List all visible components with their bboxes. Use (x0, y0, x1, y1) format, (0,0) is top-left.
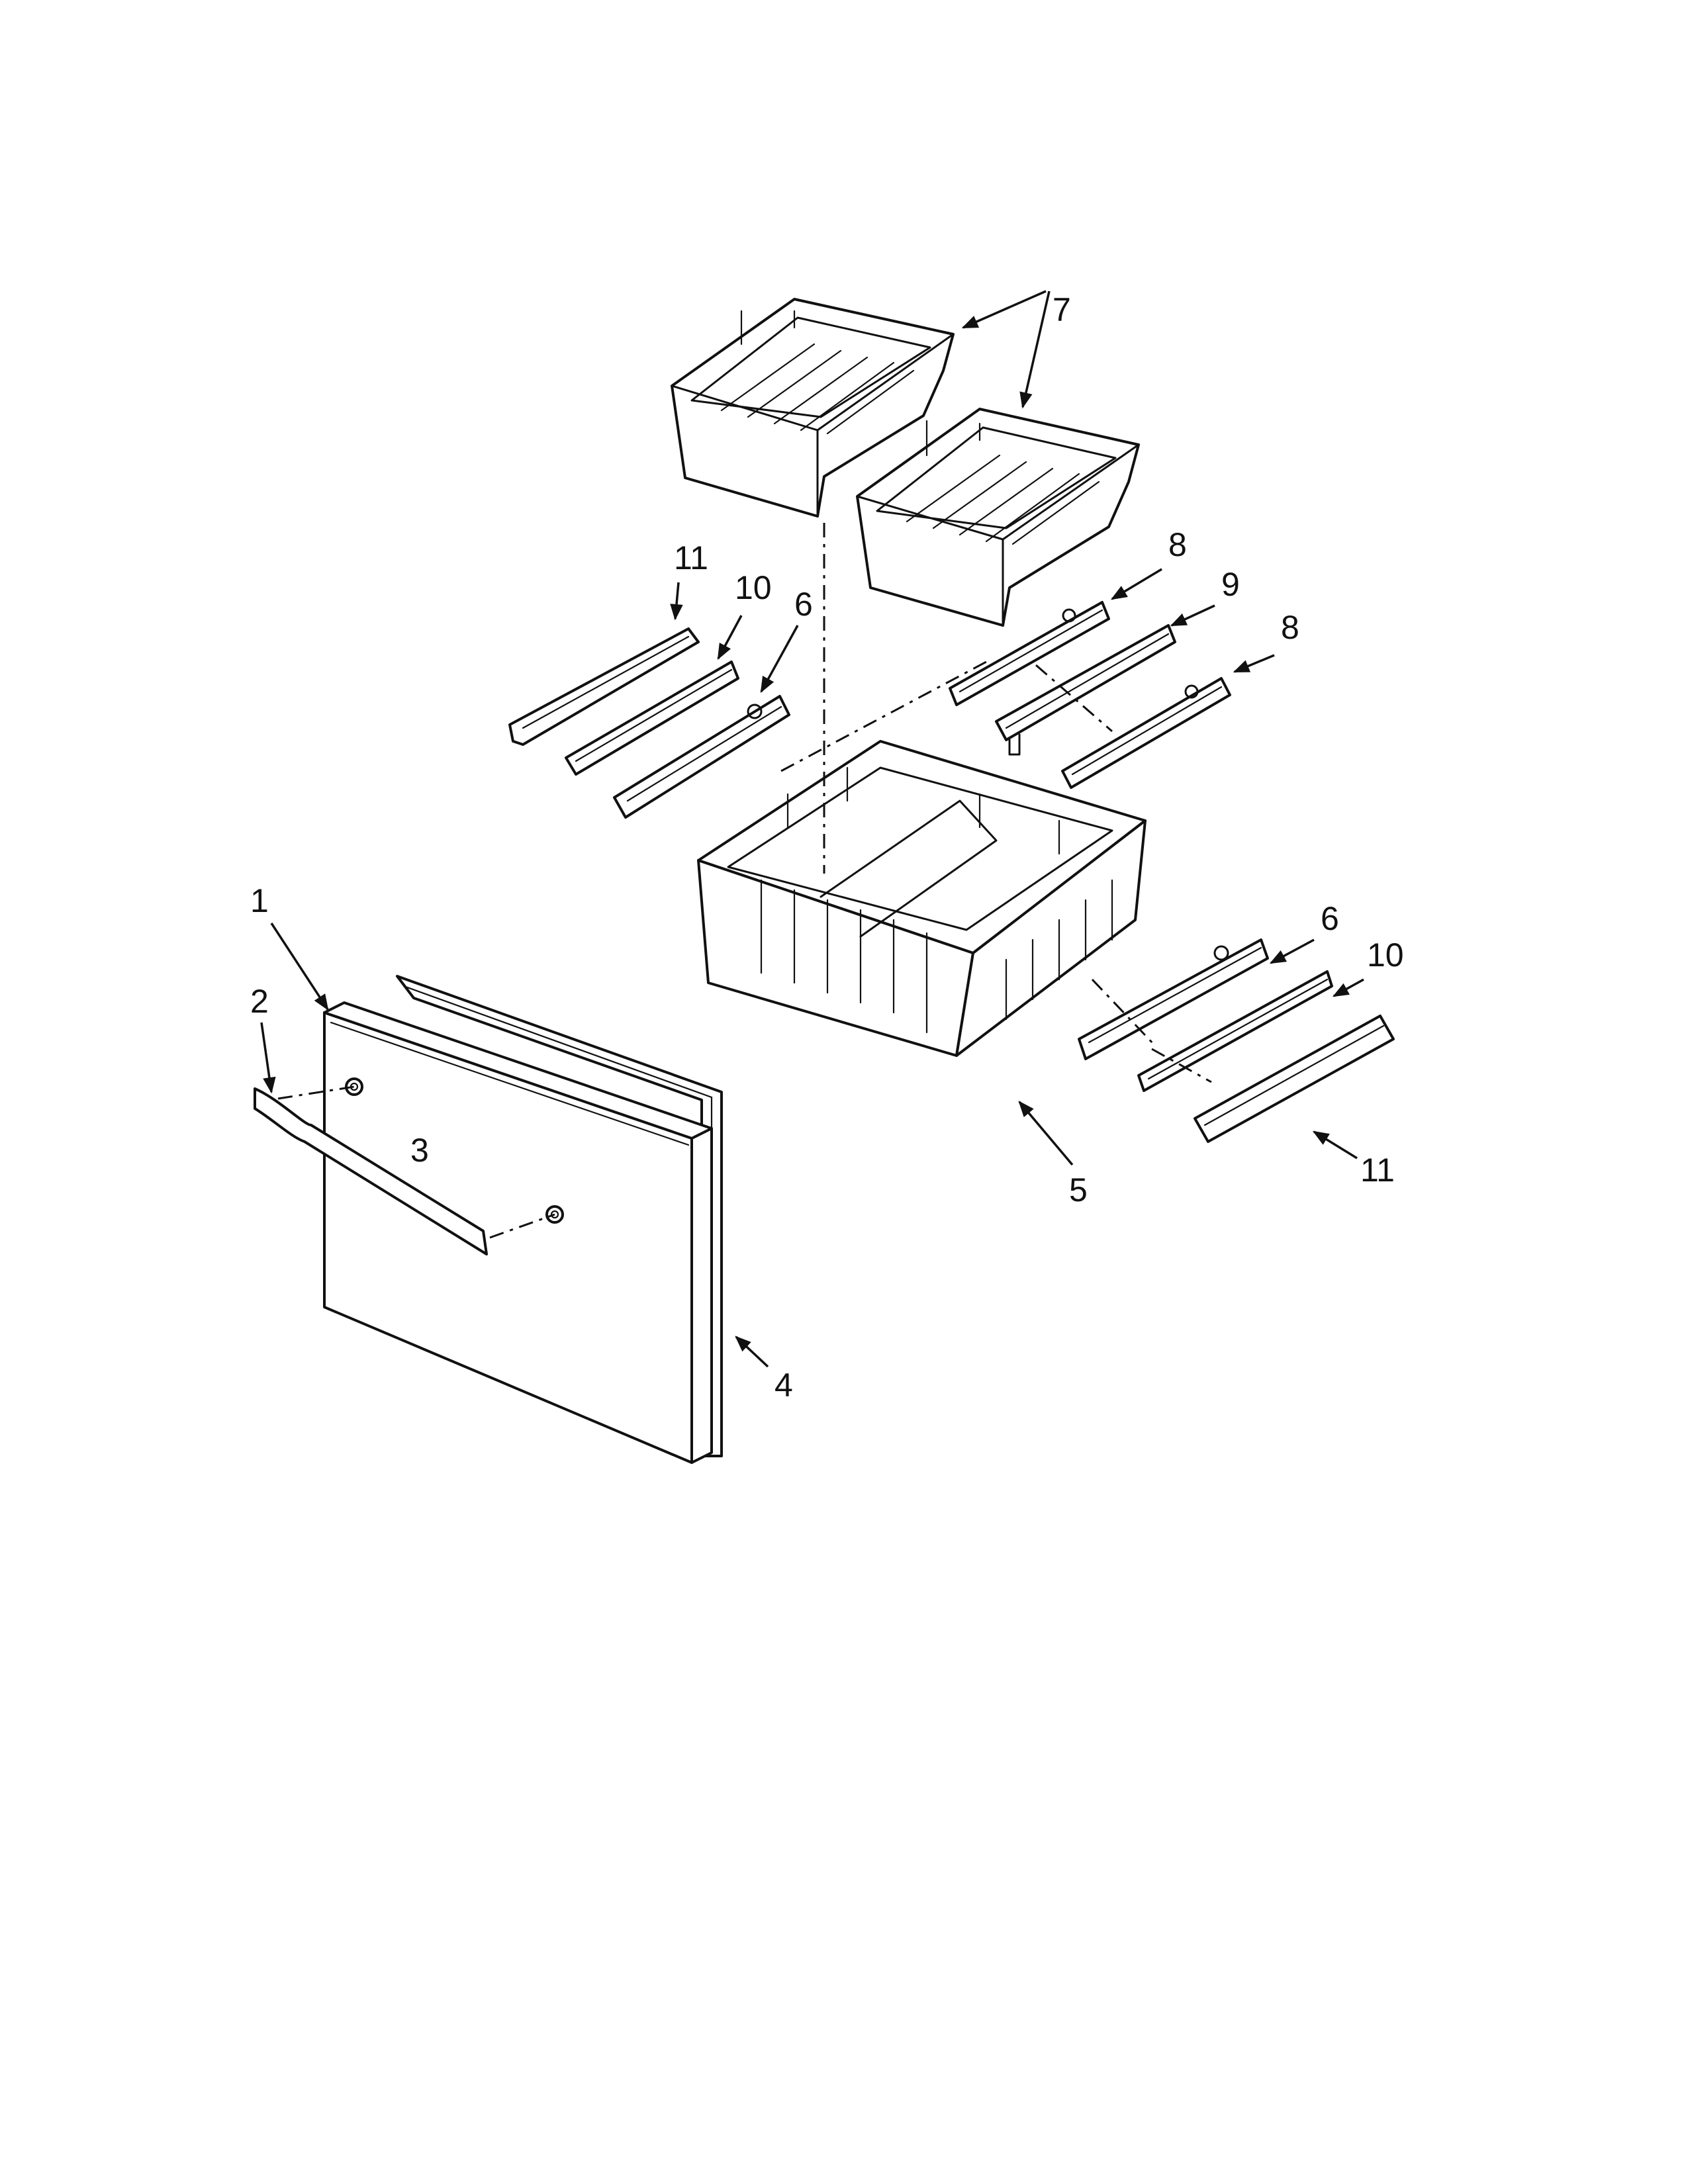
callout-10-upper: 10 (735, 569, 772, 606)
upper-basket-left (671, 298, 955, 518)
callout-5: 5 (1069, 1171, 1088, 1208)
callout-6-upper: 6 (794, 586, 813, 623)
alignment-lines (277, 523, 1212, 1239)
lower-bin (697, 740, 1147, 1057)
screw-upper (345, 1077, 363, 1096)
callout-4: 4 (774, 1367, 793, 1404)
callout-8-upper: 8 (1168, 526, 1187, 563)
slide-9 (995, 624, 1176, 756)
slide-8-upper (949, 601, 1110, 706)
callout-8-lower: 8 (1281, 609, 1299, 646)
slide-cover-11-lower (1194, 1015, 1395, 1143)
slide-cover-11-upper (508, 627, 700, 746)
slide-6-upper (613, 695, 790, 819)
callout-9: 9 (1221, 566, 1240, 603)
slide-rail-10-lower (1137, 970, 1333, 1092)
callout-6-lower: 6 (1321, 900, 1339, 937)
door-handle (254, 1087, 488, 1255)
callout-2: 2 (250, 983, 269, 1020)
slide-8-lower (1061, 677, 1231, 789)
callout-10-lower: 10 (1367, 936, 1404, 974)
callout-11-upper: 11 (674, 539, 708, 576)
leader-arrows (260, 290, 1364, 1368)
slide-6-lower (1078, 938, 1269, 1060)
slide-rail-10-upper (565, 660, 739, 776)
callout-1: 1 (250, 882, 269, 919)
upper-basket-right (856, 408, 1140, 627)
callout-7: 7 (1053, 291, 1071, 328)
callout-labels: 7 11 10 6 8 9 8 1 6 10 2 3 11 5 4 (250, 291, 1404, 1404)
door-panel (323, 1001, 713, 1464)
callout-11-lower: 11 (1360, 1152, 1395, 1189)
callout-3: 3 (410, 1132, 429, 1169)
